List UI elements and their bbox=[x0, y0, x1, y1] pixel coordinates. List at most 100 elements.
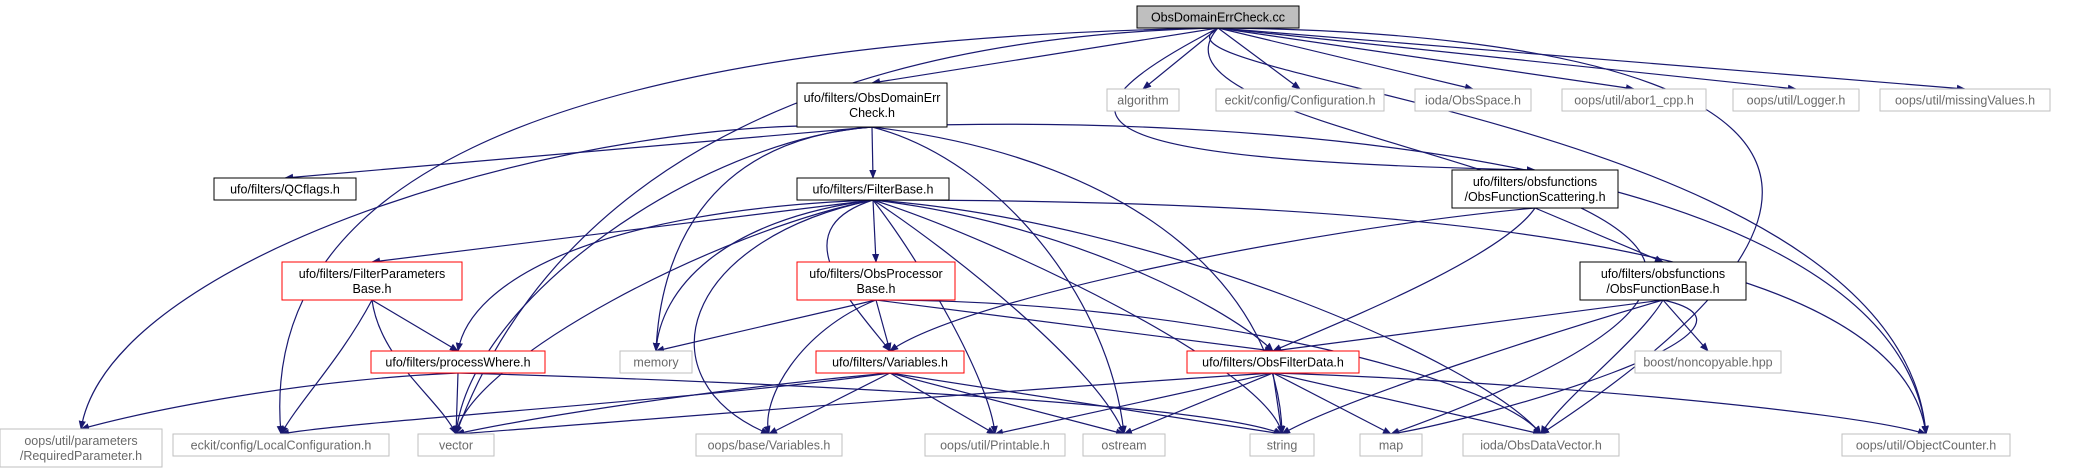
node-algorithm: algorithm bbox=[1106, 88, 1180, 112]
node-obsfilterdata-box bbox=[1186, 350, 1360, 374]
edge-obsfilterdata-to-objectcounter bbox=[1272, 372, 1927, 436]
edge-obsdomainerr-to-filterbase bbox=[869, 126, 877, 179]
node-requiredparam-box bbox=[0, 428, 163, 468]
node-configuration-label-0: eckit/config/Configuration.h bbox=[1225, 94, 1376, 108]
node-qcflags[interactable]: ufo/filters/QCflags.h bbox=[213, 177, 357, 201]
node-map: map bbox=[1359, 433, 1423, 457]
edge-obsdomainerr-to-requiredparam bbox=[78, 125, 873, 430]
node-obsfunctionbase[interactable]: ufo/filters/obsfunctions/ObsFunctionBase… bbox=[1579, 261, 1747, 301]
edge-processwhere-to-vector bbox=[452, 372, 460, 435]
node-algorithm-label-0: algorithm bbox=[1117, 94, 1168, 108]
edge-processwhere-to-requiredparam bbox=[80, 372, 459, 431]
edge-filterbase-to-obsprocessor bbox=[872, 199, 880, 263]
edge-obsfilterdata-to-printable bbox=[994, 372, 1274, 436]
node-scattering[interactable]: ufo/filters/obsfunctions/ObsFunctionScat… bbox=[1451, 169, 1619, 209]
node-filterparams-label-1: Base.h bbox=[353, 282, 392, 296]
edge-filterbase-to-basevariables bbox=[693, 199, 874, 435]
edge-root-to-logger bbox=[1217, 27, 1797, 92]
node-obsfunctionbase-label-1: /ObsFunctionBase.h bbox=[1606, 282, 1719, 296]
edge-filterparams-to-vector bbox=[371, 299, 457, 435]
edge-obsdomainerr-to-memory bbox=[652, 126, 873, 352]
edge-scattering-to-obsfilterdata bbox=[1272, 207, 1536, 352]
edge-root-to-localconfig bbox=[276, 27, 1219, 435]
edge-obsfunctionbase-to-map bbox=[1390, 299, 1698, 437]
node-printable-box bbox=[924, 433, 1066, 457]
node-vector-box bbox=[417, 433, 495, 457]
node-objectcounter-label-0: oops/util/ObjectCounter.h bbox=[1856, 439, 1996, 453]
edge-obsprocessor-to-memory bbox=[655, 299, 877, 353]
edge-obsfilterdata-to-vector bbox=[455, 372, 1274, 438]
edge-root-to-scattering bbox=[1114, 27, 1536, 174]
node-memory: memory bbox=[619, 350, 693, 374]
node-obsprocessor-box bbox=[796, 261, 956, 301]
node-string: string bbox=[1249, 433, 1315, 457]
node-logger-box bbox=[1732, 88, 1860, 112]
edge-scattering-to-variables bbox=[889, 207, 1536, 352]
edge-filterbase-to-filterparams bbox=[371, 199, 874, 265]
edge-obsprocessor-to-obsdatavector bbox=[875, 299, 1542, 435]
node-objectcounter: oops/util/ObjectCounter.h bbox=[1841, 433, 2011, 457]
node-scattering-box bbox=[1451, 169, 1619, 209]
edge-filterparams-to-localconfig bbox=[280, 299, 373, 435]
node-obsfilterdata-label-0: ufo/filters/ObsFilterData.h bbox=[1202, 356, 1344, 370]
node-localconfig: eckit/config/LocalConfiguration.h bbox=[172, 433, 390, 457]
node-printable-label-0: oops/util/Printable.h bbox=[940, 439, 1050, 453]
edge-variables-to-vector bbox=[455, 372, 891, 436]
nodes-layer: ObsDomainErrCheck.cc ufo/filters/ObsDomai… bbox=[0, 5, 2051, 468]
node-root: ObsDomainErrCheck.cc bbox=[1136, 5, 1300, 29]
node-root-box bbox=[1136, 5, 1300, 29]
edge-obsprocessor-to-obsfilterdata bbox=[875, 299, 1274, 354]
node-obsspace: ioda/ObsSpace.h bbox=[1414, 88, 1532, 112]
node-filterbase-label-0: ufo/filters/FilterBase.h bbox=[813, 183, 934, 197]
node-map-label-0: map bbox=[1379, 439, 1403, 453]
node-obsfunctionbase-box bbox=[1579, 261, 1747, 301]
edge-obsprocessor-to-variables bbox=[875, 299, 892, 352]
edge-root-to-abor1 bbox=[1217, 27, 1635, 92]
node-requiredparam: oops/util/parameters/RequiredParameter.h bbox=[0, 428, 163, 468]
node-variables-label-0: ufo/filters/Variables.h bbox=[832, 356, 948, 370]
edge-root-to-objectcounter bbox=[1208, 27, 1929, 435]
node-configuration-box bbox=[1215, 88, 1385, 112]
node-processwhere[interactable]: ufo/filters/processWhere.h bbox=[370, 350, 546, 374]
edge-obsfunctionbase-to-obsfilterdata bbox=[1272, 299, 1664, 354]
node-noncopyable-label-0: boost/noncopyable.hpp bbox=[1643, 356, 1772, 370]
node-processwhere-label-0: ufo/filters/processWhere.h bbox=[385, 356, 530, 370]
edge-processwhere-to-string bbox=[457, 372, 1283, 435]
node-configuration: eckit/config/Configuration.h bbox=[1215, 88, 1385, 112]
node-vector: vector bbox=[417, 433, 495, 457]
edge-obsfunctionbase-to-noncopyable bbox=[1662, 299, 1709, 352]
edge-root-to-algorithm bbox=[1142, 27, 1219, 90]
edge-variables-to-localconfig bbox=[280, 372, 891, 437]
node-variables[interactable]: ufo/filters/Variables.h bbox=[815, 350, 965, 374]
node-obsdomainerr-box bbox=[796, 82, 948, 128]
edge-filterbase-to-string bbox=[872, 199, 1285, 435]
edge-scattering-to-obsfunctionbase bbox=[1534, 207, 1664, 263]
edge-filterparams-to-processwhere bbox=[371, 299, 459, 352]
node-filterbase[interactable]: ufo/filters/FilterBase.h bbox=[796, 177, 950, 201]
node-basevariables: oops/base/Variables.h bbox=[695, 433, 843, 457]
node-noncopyable: boost/noncopyable.hpp bbox=[1634, 350, 1782, 374]
edge-obsdomainerr-to-ostream bbox=[871, 126, 1127, 435]
node-obsfilterdata[interactable]: ufo/filters/ObsFilterData.h bbox=[1186, 350, 1360, 374]
node-logger-label-0: oops/util/Logger.h bbox=[1747, 94, 1846, 108]
edge-obsfunctionbase-to-obsdatavector bbox=[1540, 299, 1664, 435]
edge-obsdomainerr-to-vector bbox=[453, 126, 873, 435]
edge-root-to-obsdomainerr bbox=[871, 27, 1219, 86]
node-obsdomainerr[interactable]: ufo/filters/ObsDomainErrCheck.h bbox=[796, 82, 948, 128]
node-scattering-label-1: /ObsFunctionScattering.h bbox=[1464, 190, 1605, 204]
edge-variables-to-string bbox=[889, 372, 1283, 437]
node-printable: oops/util/Printable.h bbox=[924, 433, 1066, 457]
node-memory-label-0: memory bbox=[633, 356, 679, 370]
edge-obsfilterdata-to-string bbox=[1272, 372, 1285, 435]
node-missingvalues-box bbox=[1879, 88, 2051, 112]
node-obsprocessor-label-1: Base.h bbox=[857, 282, 896, 296]
edge-filterbase-to-vector bbox=[453, 199, 874, 435]
node-logger: oops/util/Logger.h bbox=[1732, 88, 1860, 112]
node-abor1: oops/util/abor1_cpp.h bbox=[1561, 88, 1707, 112]
node-filterparams-box bbox=[281, 261, 463, 301]
node-requiredparam-label-0: oops/util/parameters bbox=[24, 434, 137, 448]
node-scattering-label-0: ufo/filters/obsfunctions bbox=[1473, 175, 1597, 189]
